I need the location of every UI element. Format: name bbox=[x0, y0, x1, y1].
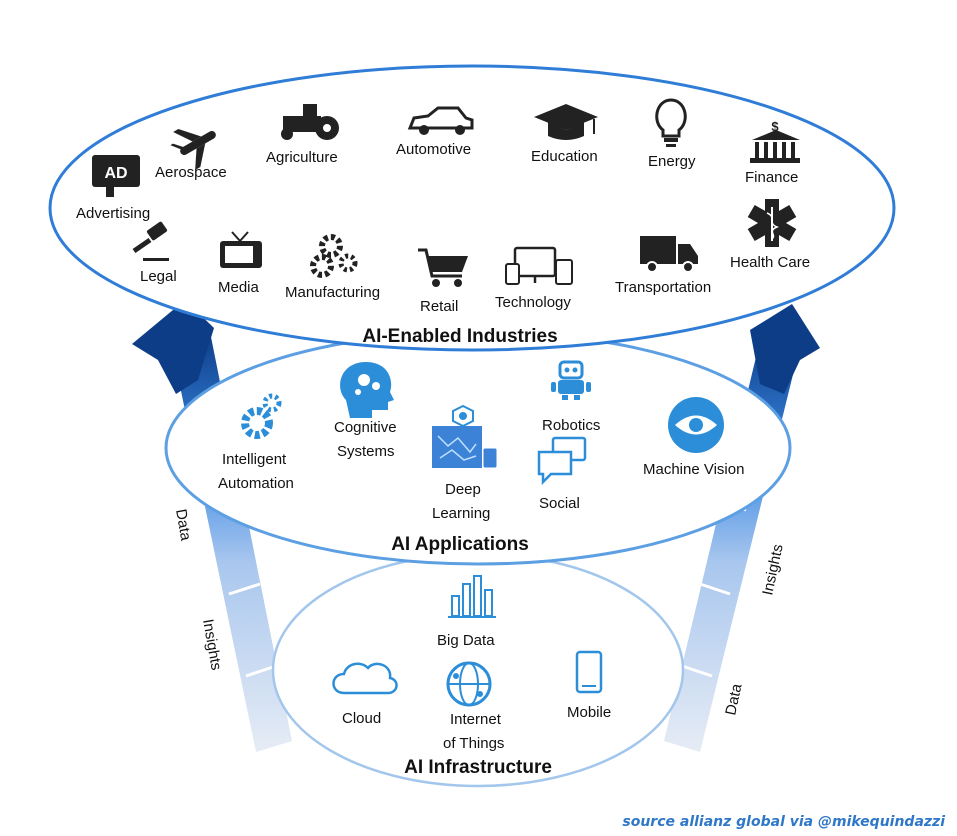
media-label: Media bbox=[218, 279, 260, 296]
truck-icon bbox=[640, 236, 698, 273]
lightbulb-icon bbox=[655, 98, 687, 147]
iot-label-2: of Things bbox=[443, 735, 504, 752]
gear-automation-icon bbox=[241, 393, 282, 439]
chat-bubbles-icon bbox=[537, 436, 587, 486]
robot-icon bbox=[551, 360, 591, 400]
finance-symbol: $ bbox=[771, 119, 779, 134]
applications-title: AI Applications bbox=[391, 534, 529, 555]
advertising-label: Advertising bbox=[76, 205, 150, 222]
gavel-icon bbox=[132, 221, 169, 261]
right-data-label: Data bbox=[722, 682, 745, 717]
left-insights-label: Insights bbox=[199, 618, 225, 672]
cloud-icon bbox=[332, 662, 398, 695]
agriculture-label: Agriculture bbox=[266, 149, 338, 166]
devices-icon bbox=[505, 246, 573, 285]
left-data-label: Data bbox=[172, 508, 194, 543]
finance-label: Finance bbox=[745, 169, 798, 186]
industries-title: AI-Enabled Industries bbox=[362, 326, 557, 347]
star-of-life-icon bbox=[747, 199, 797, 247]
technology-label: Technology bbox=[495, 294, 571, 311]
cloud-label: Cloud bbox=[342, 710, 381, 727]
tv-icon bbox=[220, 231, 262, 268]
right-up-arrow bbox=[750, 304, 820, 394]
transportation-label: Transportation bbox=[615, 279, 711, 296]
robotics-label: Robotics bbox=[542, 417, 600, 434]
retail-label: Retail bbox=[420, 298, 458, 315]
iot-label-1: Internet bbox=[450, 711, 502, 728]
manufacturing-label: Manufacturing bbox=[285, 284, 380, 301]
social-label: Social bbox=[539, 495, 580, 512]
ad-badge-text: AD bbox=[104, 165, 127, 182]
bar-chart-icon bbox=[448, 575, 496, 618]
mobile-phone-icon bbox=[575, 650, 603, 694]
intelligent-automation-label-1: Intelligent bbox=[222, 451, 287, 468]
shopping-cart-icon bbox=[418, 248, 468, 287]
graduation-cap-icon bbox=[534, 104, 598, 140]
automotive-label: Automotive bbox=[396, 141, 471, 158]
mobile-label: Mobile bbox=[567, 704, 611, 721]
machine-vision-label: Machine Vision bbox=[643, 461, 744, 478]
health-care-label: Health Care bbox=[730, 254, 810, 271]
advertising-icon: AD bbox=[92, 155, 140, 197]
aerospace-label: Aerospace bbox=[155, 164, 227, 181]
eye-icon bbox=[668, 397, 724, 453]
cognitive-systems-label-2: Systems bbox=[337, 443, 395, 460]
left-up-arrow bbox=[132, 300, 214, 394]
energy-label: Energy bbox=[648, 153, 696, 170]
deep-learning-icon bbox=[432, 404, 498, 469]
deep-learning-label-1: Deep bbox=[445, 481, 481, 498]
brain-head-icon bbox=[340, 362, 394, 418]
gears-icon bbox=[310, 234, 358, 278]
globe-network-icon bbox=[446, 661, 492, 707]
bank-icon: $ bbox=[750, 119, 800, 163]
airplane-icon bbox=[170, 128, 216, 171]
infrastructure-title: AI Infrastructure bbox=[404, 757, 552, 778]
car-icon bbox=[407, 106, 474, 135]
legal-label: Legal bbox=[140, 268, 177, 285]
deep-learning-label-2: Learning bbox=[432, 505, 490, 522]
intelligent-automation-label-2: Automation bbox=[218, 475, 294, 492]
industries-ellipse bbox=[48, 64, 896, 352]
education-label: Education bbox=[531, 148, 598, 165]
cognitive-systems-label-1: Cognitive bbox=[334, 419, 397, 436]
right-insights-label: Insights bbox=[759, 543, 786, 597]
tractor-icon bbox=[281, 104, 339, 140]
big-data-label: Big Data bbox=[437, 632, 495, 649]
source-caption: source allianz global via @mikequindazzi bbox=[622, 814, 945, 830]
